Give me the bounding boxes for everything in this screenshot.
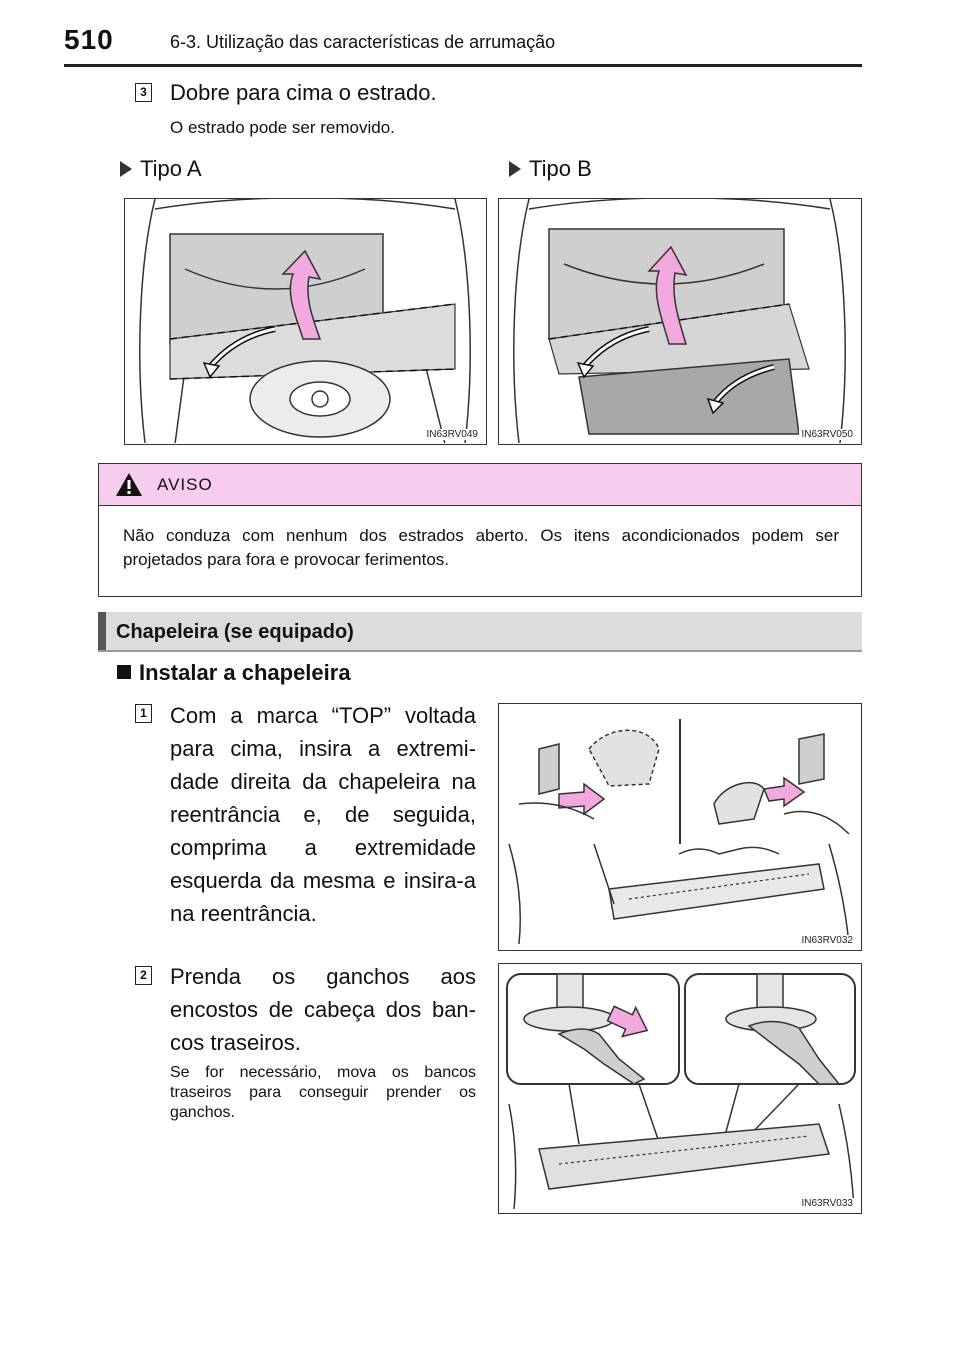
parcel-shelf-install-illustration xyxy=(508,719,850,945)
step-3-subtitle: O estrado pode ser removido. xyxy=(170,118,395,137)
figure-tipo-b: IN63RV050 xyxy=(498,198,862,445)
square-bullet-icon xyxy=(117,665,131,679)
trunk-illustration-a xyxy=(139,199,471,443)
section-title-bar: Chapeleira (se equipado) xyxy=(98,612,862,652)
warning-title: AVISO xyxy=(157,475,213,494)
warning-box: AVISO Não conduza com nenhum dos estrado… xyxy=(98,463,862,597)
step-3-title: Dobre para cima o estrado. xyxy=(170,80,437,105)
figure-tipo-a: IN63RV049 xyxy=(124,198,487,445)
figure-step-2: IN63RV033 xyxy=(498,963,862,1214)
triangle-bullet-icon xyxy=(509,161,521,177)
figure-code: IN63RV050 xyxy=(799,429,855,440)
figure-code: IN63RV049 xyxy=(424,429,480,440)
figure-code: IN63RV032 xyxy=(799,935,855,946)
subheading: Instalar a chapeleira xyxy=(117,660,351,686)
step-1-text: Com a marca “TOP” voltada para cima, ins… xyxy=(170,703,476,926)
trunk-illustration-b xyxy=(513,199,846,443)
step-2-text: Prenda os ganchos aos encostos de cabeça… xyxy=(170,964,476,1055)
step-number-1: 1 xyxy=(135,704,152,723)
figure-step-1: IN63RV032 xyxy=(498,703,862,951)
header-rule xyxy=(64,64,862,67)
warning-text: Não conduza com nenhum dos estrados aber… xyxy=(123,526,839,569)
section-heading: 6-3. Utilização das características de a… xyxy=(170,32,556,52)
section-title: Chapeleira (se equipado) xyxy=(116,621,354,643)
triangle-bullet-icon xyxy=(120,161,132,177)
tipo-a-label: Tipo A xyxy=(120,156,202,182)
hook-to-headrest-illustration xyxy=(506,973,856,1210)
step-number-3: 3 xyxy=(135,83,152,102)
step-2-note: Se for necessário, mova os ban­cos trase… xyxy=(170,1064,476,1121)
section-bar-accent xyxy=(98,612,106,650)
step-number-2: 2 xyxy=(135,966,152,985)
figure-code: IN63RV033 xyxy=(799,1198,855,1209)
page-number: 510 xyxy=(64,24,114,55)
warning-triangle-icon xyxy=(116,473,142,496)
tipo-b-label: Tipo B xyxy=(509,156,592,182)
warning-header: AVISO xyxy=(99,464,861,506)
